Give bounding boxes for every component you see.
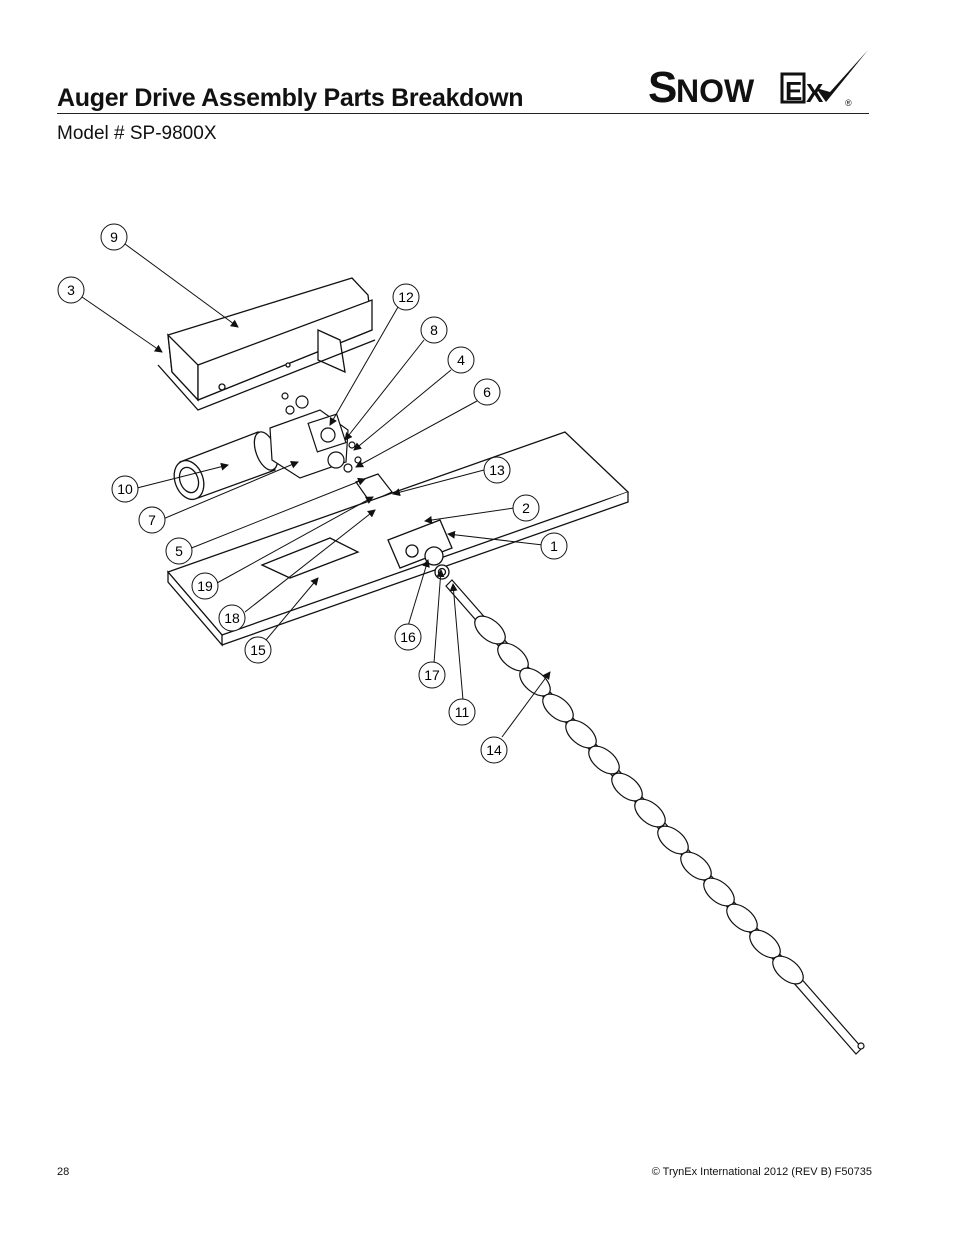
callout-2: 2 [512,494,540,522]
callout-label: 7 [148,512,156,528]
callout-label: 6 [483,384,491,400]
callout-11: 11 [448,698,476,726]
callout-3: 3 [57,276,85,304]
callout-label: 2 [522,500,530,516]
callout-17: 17 [418,661,446,689]
callout-label: 15 [250,642,266,658]
callout-8: 8 [420,316,448,344]
callout-1: 1 [540,532,568,560]
callout-label: 16 [400,629,416,645]
callout-16: 16 [394,623,422,651]
callout-label: 4 [457,352,465,368]
gearbox [269,392,362,479]
callout-5: 5 [165,537,193,565]
callout-label: 14 [486,742,502,758]
callout-13: 13 [483,456,511,484]
callout-label: 5 [175,543,183,559]
svg-text:E: E [785,76,802,106]
callout-label: 1 [550,538,558,554]
callout-18: 18 [218,604,246,632]
callout-label: 11 [455,704,470,720]
auger [445,579,865,1055]
cover-housing [157,277,376,411]
callout-label: 8 [430,322,438,338]
callout-12: 12 [392,283,420,311]
callout-9: 9 [100,223,128,251]
page-title: Auger Drive Assembly Parts Breakdown [57,84,524,112]
copyright-notice: © TrynEx International 2012 (REV B) F507… [651,1166,872,1178]
callout-label: 10 [117,481,133,497]
leader-lines [81,243,551,738]
callout-19: 19 [191,572,219,600]
callout-label: 12 [398,289,414,305]
svg-text:X: X [806,78,824,108]
model-number: Model # SP-9800X [57,123,217,144]
page-number: 28 [57,1166,70,1178]
callout-6: 6 [473,378,501,406]
callout-label: 13 [489,462,505,478]
callout-label: 3 [67,282,75,298]
callout-4: 4 [447,346,475,374]
callout-label: 19 [197,578,213,594]
callout-10: 10 [111,475,139,503]
callout-label: 17 [424,667,440,683]
svg-text:S: S [648,63,677,110]
callout-15: 15 [244,636,272,664]
svg-text:®: ® [845,98,852,108]
callout-14: 14 [480,736,508,764]
callout-7: 7 [138,506,166,534]
callout-label: 9 [110,229,118,245]
header-rule [57,113,869,114]
svg-text:NOW: NOW [676,73,755,109]
callout-label: 18 [224,610,240,626]
snowex-logo: S NOW E X ® [648,50,868,110]
